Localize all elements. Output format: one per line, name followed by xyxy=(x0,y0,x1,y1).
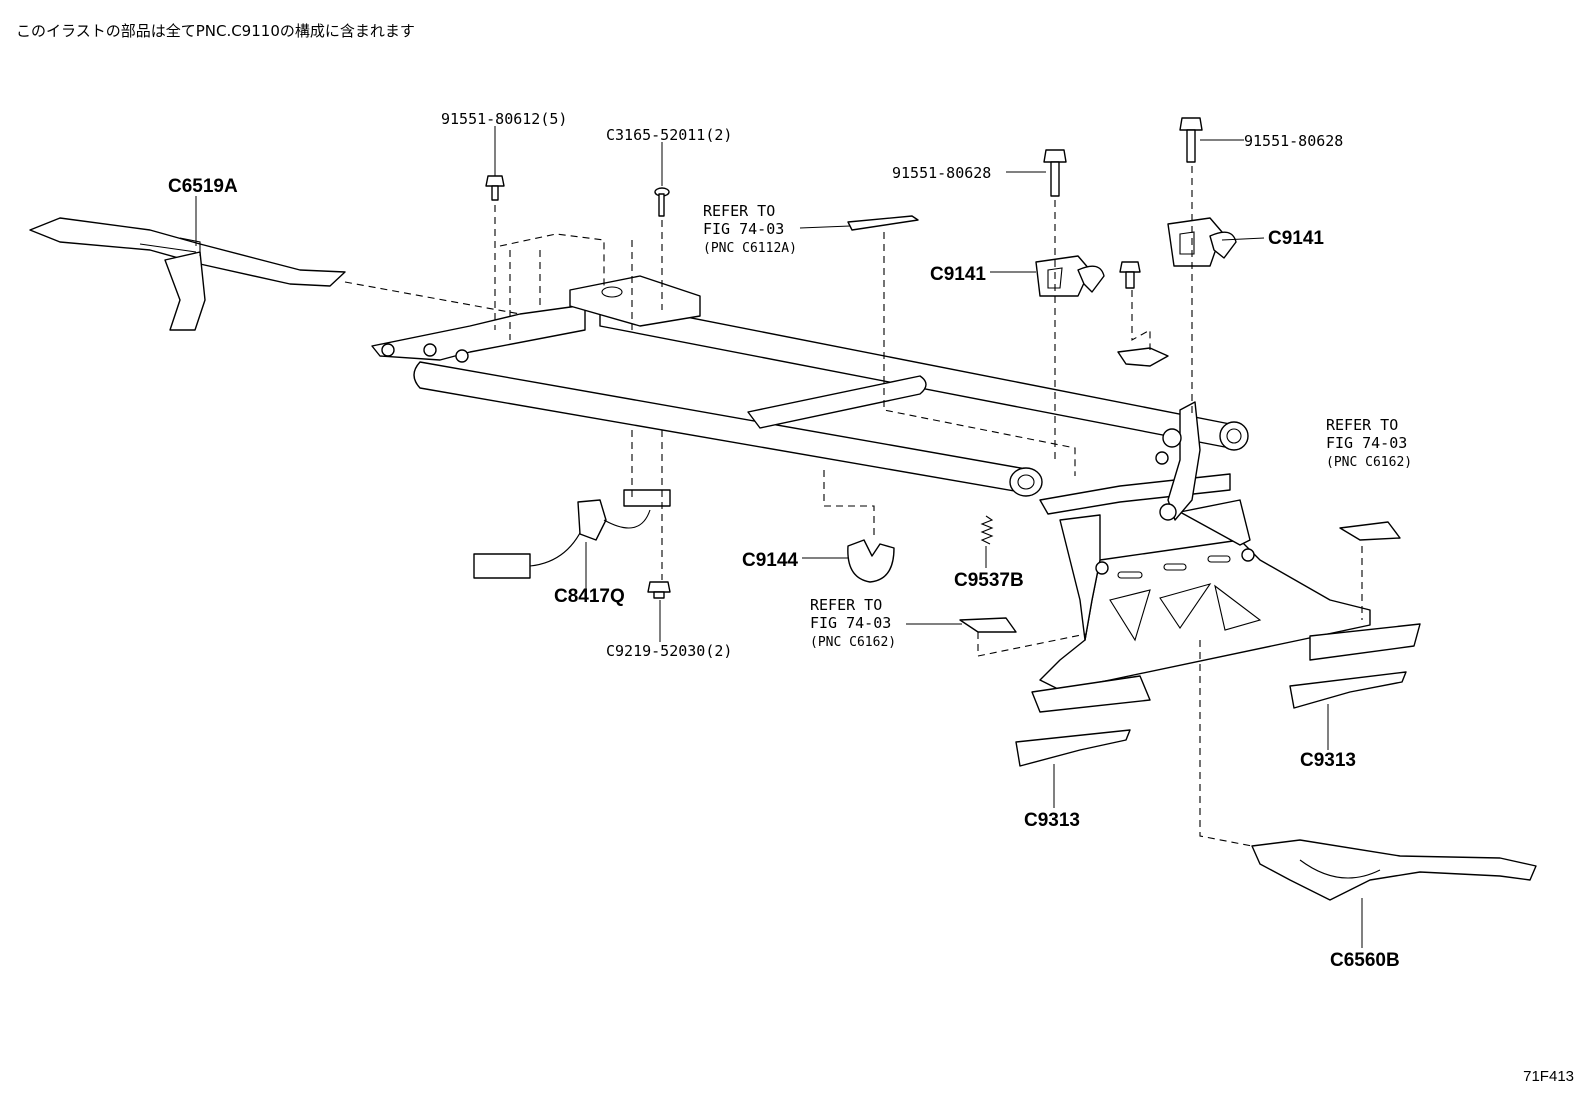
label-c9313-right: C9313 xyxy=(1300,750,1356,771)
pad-c6162-right[interactable] xyxy=(1339,521,1401,541)
switch-harness-c8417q[interactable] xyxy=(473,489,671,579)
ref-line3: (PNC C6112A) xyxy=(703,241,797,256)
clip-c9144[interactable] xyxy=(847,539,895,583)
label-c9219-52030: C9219-52030(2) xyxy=(606,642,732,660)
label-91551-80612: 91551-80612(5) xyxy=(441,110,567,128)
ref-note-c6162-right: REFER TO FIG 74-03 (PNC C6162) xyxy=(1326,416,1412,470)
cover-c9313-left[interactable] xyxy=(1015,729,1131,767)
ref-note-c6162-center: REFER TO FIG 74-03 (PNC C6162) xyxy=(810,596,896,650)
figure-code: 71F413 xyxy=(1523,1068,1574,1085)
ref-line1: REFER TO xyxy=(703,202,775,220)
bolt-91551-80628-a[interactable] xyxy=(1043,149,1067,197)
label-c9313-left: C9313 xyxy=(1024,810,1080,831)
wire-harness-c6560b[interactable] xyxy=(1251,839,1537,901)
ref-line1: REFER TO xyxy=(1326,416,1398,434)
pad-c6162-center[interactable] xyxy=(959,617,1017,633)
assembly-guides xyxy=(344,166,1363,847)
cover-c9141-b[interactable] xyxy=(1167,217,1237,267)
recliner-mechanism[interactable] xyxy=(1155,401,1201,521)
pad-c6112a[interactable] xyxy=(847,215,919,231)
ref-line2: FIG 74-03 xyxy=(810,614,891,632)
label-c3165-52011: C3165-52011(2) xyxy=(606,126,732,144)
bracket-plate-small[interactable] xyxy=(1117,347,1169,367)
bolt-small-center[interactable] xyxy=(1119,261,1141,289)
label-c6519a: C6519A xyxy=(168,176,238,197)
label-91551-80628-b: 91551-80628 xyxy=(1244,132,1343,150)
label-91551-80628-a: 91551-80628 xyxy=(892,164,991,182)
label-c9144: C9144 xyxy=(742,550,798,571)
cover-c9313-right[interactable] xyxy=(1289,671,1407,709)
screw-c3165-52011[interactable] xyxy=(654,187,670,217)
nut-c9219-52030[interactable] xyxy=(647,581,671,599)
bolt-91551-80628-b[interactable] xyxy=(1179,117,1203,163)
label-c9141-b: C9141 xyxy=(1268,228,1324,249)
riser-bracket[interactable] xyxy=(1031,499,1421,713)
label-c8417q: C8417Q xyxy=(554,586,625,607)
spring-c9537b[interactable] xyxy=(980,515,994,545)
leader-lines xyxy=(195,126,1363,948)
label-c6560b: C6560B xyxy=(1330,950,1400,971)
label-c9537b: C9537B xyxy=(954,570,1024,591)
ref-line1: REFER TO xyxy=(810,596,882,614)
ref-line2: FIG 74-03 xyxy=(703,220,784,238)
ref-note-c6112a: REFER TO FIG 74-03 (PNC C6112A) xyxy=(703,202,797,256)
wire-harness-c6519a[interactable] xyxy=(29,217,346,331)
ref-line3: (PNC C6162) xyxy=(1326,455,1412,470)
label-c9141-a: C9141 xyxy=(930,264,986,285)
bolt-91551-80612[interactable] xyxy=(485,175,505,201)
seat-track-frame[interactable] xyxy=(371,275,1249,515)
ref-line3: (PNC C6162) xyxy=(810,635,896,650)
cover-c9141-a[interactable] xyxy=(1035,255,1105,297)
header-note: このイラストの部品は全てPNC.C9110の構成に含まれます xyxy=(16,22,415,40)
ref-line2: FIG 74-03 xyxy=(1326,434,1407,452)
